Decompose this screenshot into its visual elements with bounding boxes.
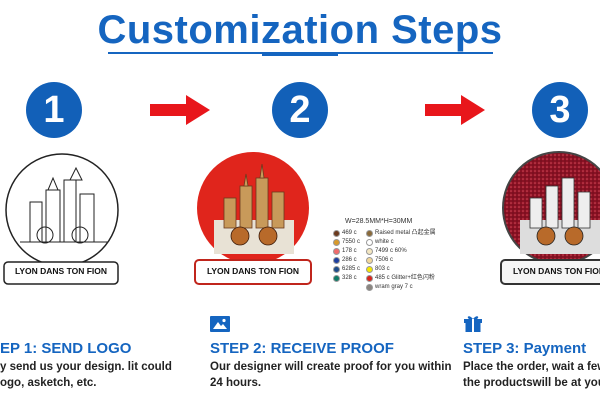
proof-colors-left: 469 c 7550 c 178 c 286 c 6285 c 328 c [333,229,360,283]
proof-dimensions: W=28.5MM*H=30MM [345,218,413,225]
title-underline-accent [262,52,338,56]
color-swatch: wram gray 7 c [366,283,436,292]
color-swatch: Raised metal 凸起金属 [366,229,436,238]
step-2-description: Our designer will create proof for you w… [210,361,452,389]
sketch-artwork [3,153,119,285]
color-swatch: 286 c [333,256,360,265]
color-swatch: 7506 c [366,256,436,265]
color-swatch: 7499 c 60% [366,247,436,256]
color-swatch: 7550 c [333,238,360,247]
color-swatch: 485 c Glitter+红色闪粉 [366,274,436,283]
final-pin-artwork [500,151,600,285]
proof-artwork [194,152,312,285]
step-1-badge: 1 [26,82,82,138]
color-swatch: 328 c [333,274,360,283]
step-1-description: y send us your design. lit could ogo, as… [0,361,172,389]
page-title: Customization Steps [97,8,503,52]
color-swatch: 6285 c [333,265,360,274]
step-2-title: STEP 2: RECEIVE PROOF [210,340,394,357]
gift-icon [464,316,482,332]
color-swatch: white c [366,238,436,247]
arrow-right-icon [150,95,210,125]
arrow-right-icon [425,95,485,125]
image-icon [210,316,230,332]
color-swatch: 469 c [333,229,360,238]
proof-colors-right: Raised metal 凸起金属 white c 7499 c 60% 750… [366,229,436,292]
pin-label: LYON DANS TON FION [512,266,600,276]
step-3-title: STEP 3: Payment [463,340,587,357]
logo-sketch-pin: LYON DANS TON FION [0,150,120,290]
color-swatch: 178 c [333,247,360,256]
proof-pin: LYON DANS TON FION [192,150,314,290]
step-3-badge: 3 [532,82,588,138]
pin-label: LYON DANS TON FION [14,266,108,276]
step-1-title: EP 1: SEND LOGO [0,340,132,357]
color-swatch: 803 c [366,265,436,274]
step-3-description: Place the order, wait a few da the produ… [463,361,600,389]
step-2-badge: 2 [272,82,328,138]
final-glitter-pin: LYON DANS TON FION [498,150,600,290]
pin-label: LYON DANS TON FION [206,266,300,276]
